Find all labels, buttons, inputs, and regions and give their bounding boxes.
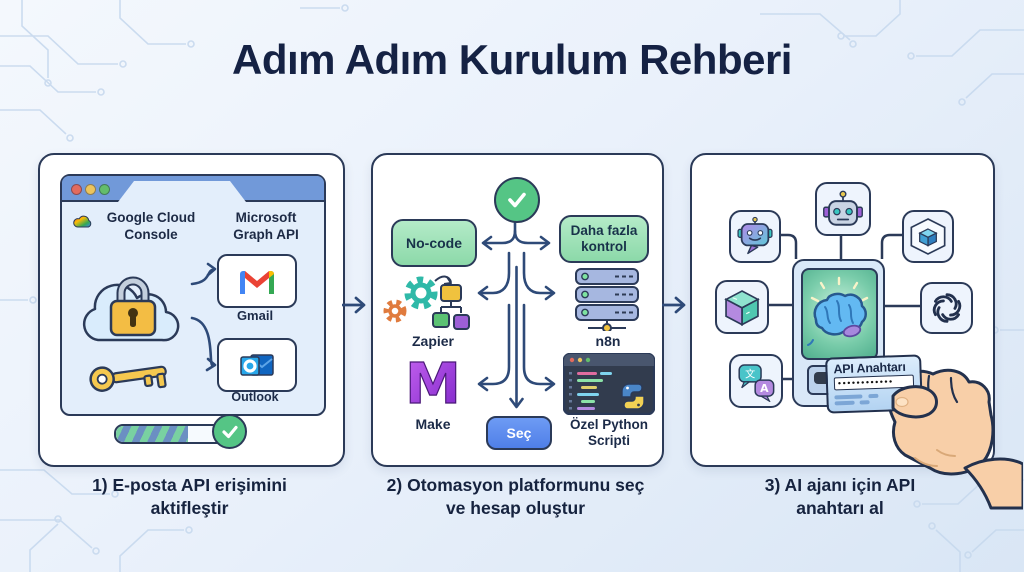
progress-check-icon: [212, 414, 247, 449]
api-key-card-title: API Anahtarı: [833, 359, 906, 377]
gmail-label: Gmail: [236, 308, 274, 323]
browser-window: Google Cloud Console Microsoft Graph API: [60, 174, 326, 416]
progress-fill: [116, 426, 188, 442]
cloud-lock-icon: [82, 276, 180, 342]
key-icon: [89, 365, 167, 392]
python-logo: [621, 383, 645, 410]
step1-to-step2-arrow: [342, 296, 366, 314]
brain-screen: [801, 268, 878, 360]
card-line: [834, 394, 863, 399]
flow-arrows: [190, 262, 217, 372]
make-logo: M: [405, 353, 462, 413]
node-connectors: [765, 232, 920, 381]
decision-arrows: [477, 219, 556, 409]
make-label: Make: [415, 416, 451, 432]
approve-check-icon: [494, 177, 540, 223]
zapier-label: Zapier: [411, 333, 454, 349]
progress-bar: [114, 424, 234, 444]
chatbot-icon: [729, 210, 781, 263]
brain-icon: [807, 292, 867, 346]
step1-caption: 1) E-posta API erişimini aktifleştir: [92, 475, 287, 519]
option-more-control: Daha fazla kontrol: [559, 215, 649, 263]
thumb-icon: [891, 385, 938, 419]
page-title: Adım Adım Kurulum Rehberi: [232, 36, 792, 83]
translate-char-secondary: A: [760, 382, 769, 395]
step2-caption: 2) Otomasyon platformunu seç ve hesap ol…: [386, 475, 645, 519]
card-line: [859, 400, 870, 405]
browser-titlebar: [62, 176, 324, 202]
gmail-icon: [217, 254, 297, 308]
openai-icon: [920, 282, 973, 334]
translate-icon: 文 A: [729, 354, 783, 408]
site-name-google-cloud: Google Cloud Console: [106, 210, 196, 242]
select-button: Seç: [486, 416, 552, 450]
step2-panel: No-code Daha fazla kontrol Zapier: [371, 153, 664, 467]
n8n-label: n8n: [595, 333, 621, 349]
step1-panel: Google Cloud Console Microsoft Graph API: [38, 153, 345, 467]
card-line: [868, 393, 879, 398]
step3-caption: 3) AI ajanı için API anahtarı al: [764, 475, 916, 519]
make-letter: M: [405, 353, 461, 413]
step2-to-step3-arrow: [662, 296, 686, 314]
n8n-server-icon: [575, 268, 639, 331]
python-script-icon: [563, 353, 655, 415]
webpack-cube-icon: [902, 210, 954, 263]
zapier-icon: [383, 275, 470, 330]
option-no-code: No-code: [391, 219, 477, 267]
card-line: [834, 400, 855, 405]
cube-icon: [715, 280, 769, 334]
traffic-light-green-icon: [99, 184, 110, 195]
python-label: Özel Python Scripti: [569, 417, 648, 449]
outlook-label: Outlook: [231, 390, 279, 404]
google-cloud-icon: [73, 215, 92, 228]
translate-char-primary: 文: [745, 368, 755, 381]
traffic-light-red-icon: [71, 184, 82, 195]
browser-tab: [118, 181, 246, 202]
robot-icon: [815, 182, 871, 236]
outlook-icon: [217, 338, 297, 392]
site-name-ms-graph: Microsoft Graph API: [233, 210, 299, 242]
traffic-light-yellow-icon: [85, 184, 96, 195]
